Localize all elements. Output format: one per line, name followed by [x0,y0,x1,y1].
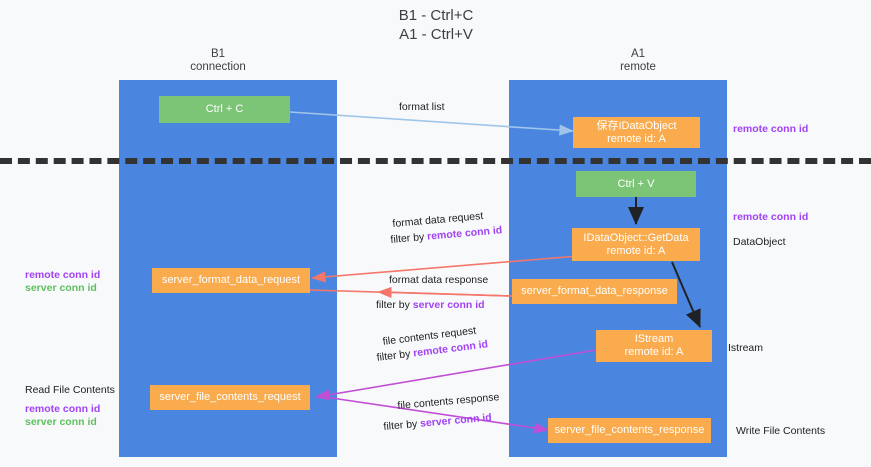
node-save-idataobject[interactable]: 保存IDataObject remote id: A [573,117,700,148]
node-ctrl-v-label: Ctrl + V [617,177,655,190]
annotation-left-read-file-contents: Read File Contents [25,384,115,396]
annotation-right-write-file-contents: Write File Contents [736,425,826,437]
annotation-right-dataobject: DataObject [733,236,786,248]
filter-prefix: filter by [376,347,414,364]
node-istream-line-1: IStream [634,333,674,345]
annotation-left-remote-conn-id-1: remote conn id [25,269,101,281]
diagram-title-line-1: B1 - Ctrl+C [398,7,474,24]
filter-prefix: filter by [383,417,421,433]
annotation-left-server-conn-id-2: server conn id [25,416,97,428]
filter-prefix: filter by [390,230,428,246]
node-idataobject-getdata-line-1: IDataObject::GetData [583,231,689,244]
phase-divider-dashed-line [0,158,871,164]
annotation-left-remote-conn-id-2: remote conn id [25,403,101,415]
column-header-a1-name: A1 [630,48,646,60]
filter-key: server conn id [419,411,493,430]
node-idataobject-getdata[interactable]: IDataObject::GetData remote id: A [572,228,700,261]
node-server-file-contents-request[interactable]: server_file_contents_request [150,385,310,410]
node-save-idataobject-line-2: remote id: A [607,132,666,145]
node-server-file-contents-request-label: server_file_contents_request [159,391,301,403]
edge-label-format-data-response: format data response [389,274,489,286]
node-istream[interactable]: IStream remote id: A [596,330,712,362]
filter-key: server conn id [412,299,485,311]
annotation-left-server-conn-id-1: server conn id [25,282,97,294]
node-server-file-contents-response-label: server_file_contents_response [554,424,705,436]
annotation-right-istream: Istream [728,342,764,354]
diagram-title-line-2: A1 - Ctrl+V [399,26,473,43]
node-istream-line-2: remote id: A [624,346,684,358]
node-idataobject-getdata-line-2: remote id: A [606,244,666,257]
node-server-format-data-request[interactable]: server_format_data_request [152,268,310,293]
connector-format-data-response-in [377,286,513,299]
node-ctrl-c-label: Ctrl + C [205,103,244,115]
node-server-format-data-response[interactable]: server_format_data_response [512,279,677,304]
connector-format-data-response-out [309,289,513,297]
node-ctrl-v[interactable]: Ctrl + V [576,171,696,197]
edge-label-format-data-response-filter: filter by server conn id [376,299,485,312]
node-ctrl-c[interactable]: Ctrl + C [159,96,290,123]
column-header-a1: A1 remote [588,48,688,74]
node-save-idataobject-line-1: 保存IDataObject [596,119,677,132]
annotation-right-mid-remote-conn-id: remote conn id [733,211,809,223]
edge-label-file-contents-response: file contents response [397,391,500,412]
diagram-title: B1 - Ctrl+C A1 - Ctrl+V [336,6,536,44]
edge-label-format-list: format list [399,101,445,113]
column-header-a1-sub: remote [620,61,656,73]
column-header-b1-name: B1 [210,48,226,60]
node-server-file-contents-response[interactable]: server_file_contents_response [548,418,711,443]
node-server-format-data-response-label: server_format_data_response [521,285,668,297]
edge-label-file-contents-response-filter: filter by server conn id [383,412,492,434]
column-header-b1-sub: connection [190,61,246,73]
node-server-format-data-request-label: server_format_data_request [161,274,301,286]
column-header-b1: B1 connection [168,48,268,74]
filter-prefix: filter by [376,299,413,311]
annotation-right-top-remote-conn-id: remote conn id [733,123,809,135]
